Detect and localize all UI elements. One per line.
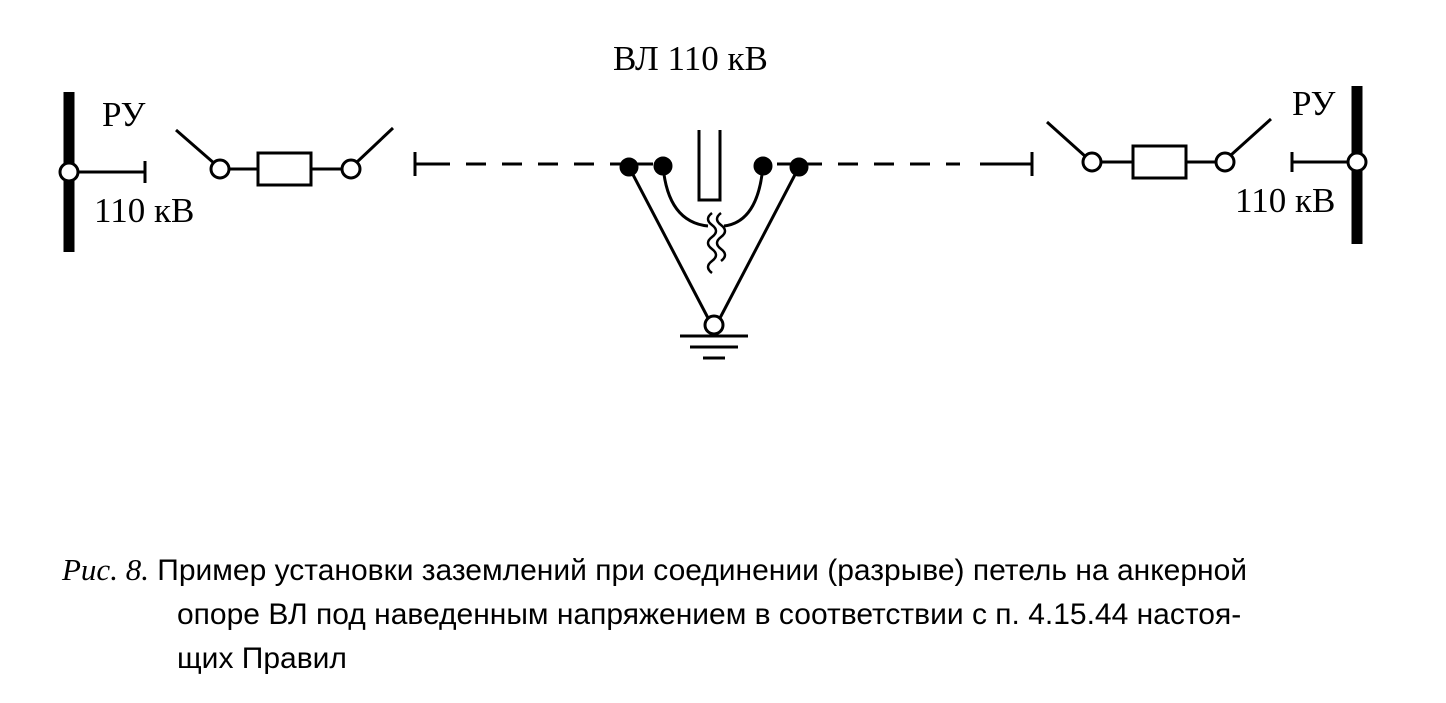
left-disconnector-blade-2 [355,126,395,164]
left-contact-2 [340,158,362,180]
wavy-conductor-left [706,212,718,274]
caption-line-1: Рис. 8. Пример установки заземлений при … [62,548,1402,593]
ground-wire-left [627,166,710,319]
caption-line-2: опоре ВЛ под наведенным напряжением в со… [177,598,1242,631]
right-breaker [1131,144,1188,180]
left-switchgear-label: РУ [102,95,146,134]
right-voltage-label: 110 кВ [1235,181,1335,220]
left-contact-1 [209,158,231,180]
jumper-loop-left [661,165,709,228]
wavy-conductor-right [715,212,727,262]
figure-caption: Рис. 8. Пример установки заземлений при … [62,548,1402,681]
right-bus-node [1346,151,1368,173]
right-disconnector-blade-2 [1229,117,1273,157]
figure-reference: Рис. 8. [62,552,149,587]
right-switchgear-label: РУ [1292,84,1336,123]
caption-text-1: Пример установки заземлений при соединен… [157,554,1248,587]
line-title: ВЛ 110 кВ [613,39,768,78]
right-disconnector-blade-1 [1045,120,1088,159]
ground-wire-right [718,166,801,319]
ground-node [703,314,725,336]
jumper-loop-right [723,165,765,228]
left-voltage-label: 110 кВ [94,191,194,230]
left-breaker [256,151,313,187]
right-contact-2 [1214,151,1236,173]
left-disconnector-blade-1 [175,128,216,166]
anchor-tower [697,130,722,202]
left-bus-node [58,161,80,183]
right-contact-1 [1081,151,1103,173]
caption-line-3: щих Правил [177,642,347,675]
